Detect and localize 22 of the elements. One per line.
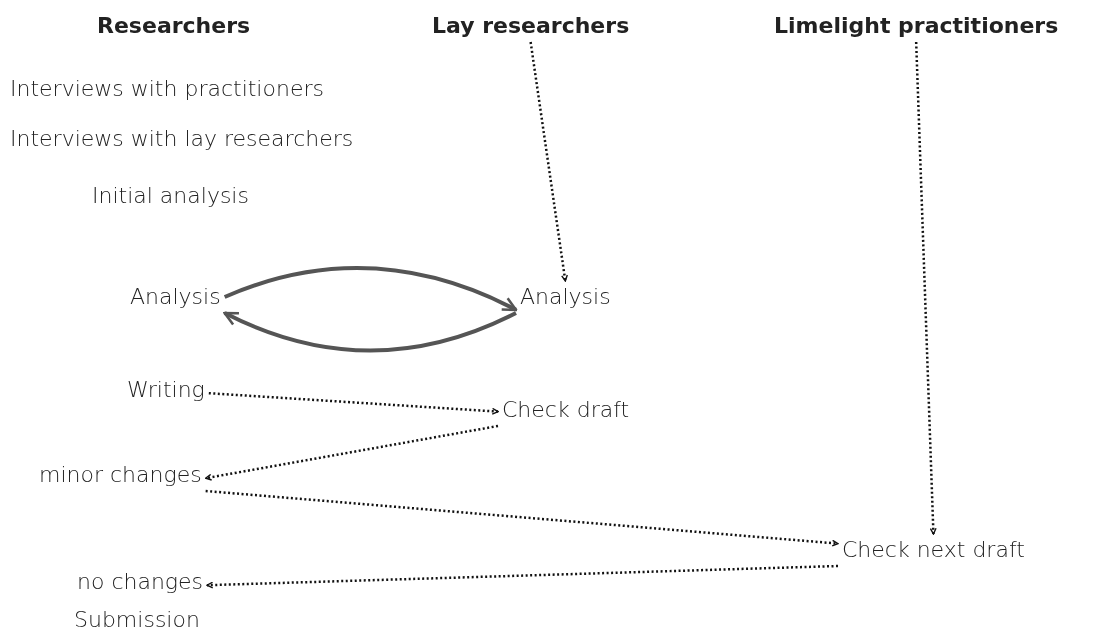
column-heading: Limelight practitioners	[770, 10, 1063, 42]
step-label: Writing	[123, 374, 209, 406]
curved-arrow	[223, 266, 518, 312]
dotted-arrow	[529, 41, 568, 282]
step-label: Initial analysis	[88, 180, 253, 212]
curved-arrow	[223, 311, 517, 353]
step-label: Check draft	[498, 394, 634, 426]
dotted-arrow	[205, 489, 839, 547]
column-heading: Researchers	[93, 10, 255, 42]
step-label: Analysis	[516, 281, 615, 313]
dotted-arrow	[206, 564, 839, 589]
step-label: Analysis	[126, 281, 225, 313]
step-label: Check next draft	[838, 534, 1029, 566]
step-label: Interviews with lay researchers	[6, 123, 358, 155]
dotted-arrow	[914, 41, 937, 535]
step-label: minor changes	[35, 459, 206, 491]
dotted-arrow	[204, 424, 499, 481]
step-label: Interviews with practitioners	[6, 73, 328, 105]
step-label: no changes	[73, 566, 208, 598]
step-label: Submission	[70, 604, 204, 636]
dotted-arrow	[208, 391, 499, 415]
column-heading: Lay researchers	[428, 10, 634, 42]
